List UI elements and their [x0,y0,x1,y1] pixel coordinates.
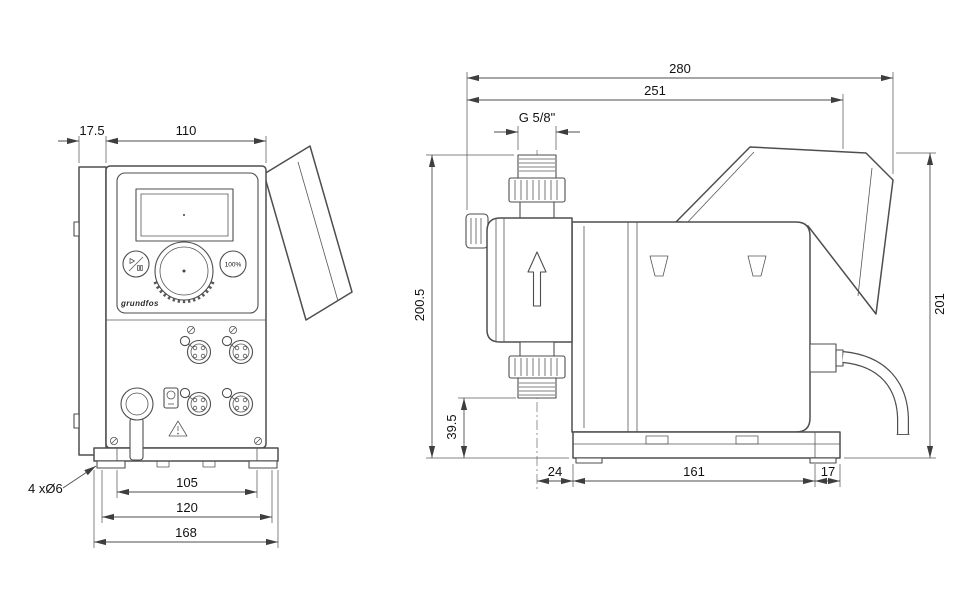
motor-housing [571,221,811,433]
dim-rear-overhang: 17 [821,464,835,479]
mounting-plate [73,166,107,456]
tilted-cube-front [263,145,353,321]
click-wheel[interactable] [153,241,215,304]
clamp-tab [649,255,669,277]
dosing-head-assembly [465,150,573,490]
warning-triangle-icon [168,420,188,437]
clamp-tab [747,255,767,277]
dim-mounting-holes: 4 xØ6 [28,481,63,496]
pump-head [486,217,573,343]
capacity-button[interactable]: 100% [219,250,247,278]
side-dimensions: 280 251 G 5/8" 200.5 39.5 201 24 [412,61,947,487]
base-plate-front [93,447,279,469]
priming-knob[interactable] [465,213,489,249]
flow-arrow-icon [527,251,547,307]
dim-body-length: 251 [644,83,666,98]
front-dimensions: 17.5 110 105 120 168 4 xØ6 [28,123,279,548]
dim-connection-thread: G 5/8" [519,110,556,125]
power-cable [842,351,910,435]
dim-hole-spacing: 105 [176,475,198,490]
dim-depth-top: 17.5 [79,123,104,138]
side-view: 280 251 G 5/8" 200.5 39.5 201 24 [412,61,947,490]
dim-cube-height: 201 [932,293,947,315]
dim-base-width: 168 [175,525,197,540]
suction-valve [508,341,566,399]
grundfos-logo: grundfos [120,299,159,308]
front-view: 100% grundfos [28,123,353,548]
capacity-button-label: 100% [225,262,242,269]
cable-gland [809,343,844,373]
bus-port [163,387,179,409]
dim-overall-length: 280 [669,61,691,76]
start-stop-icon [128,256,144,272]
control-panel: 100% grundfos [116,172,259,314]
discharge-valve [508,154,566,219]
dim-housing-width: 110 [176,123,197,138]
control-cube [675,146,894,315]
base-plate-side [572,431,841,464]
dim-plate-width: 120 [176,500,198,515]
connection-panel [110,325,263,461]
dim-valve-height: 39.5 [444,414,459,439]
dim-overall-height: 200.5 [412,289,427,322]
dim-front-overhang: 24 [548,464,562,479]
drain-port [120,387,154,461]
start-stop-button[interactable] [122,250,150,278]
display [135,188,234,242]
dim-base-length: 161 [683,464,705,479]
